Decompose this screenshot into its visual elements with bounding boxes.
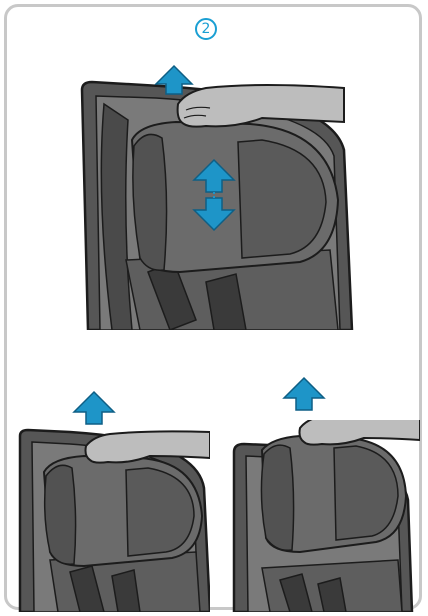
- up-arrow-icon: [284, 378, 324, 410]
- up-arrow-icon: [74, 392, 114, 424]
- hand-icon: [300, 413, 421, 444]
- headrest-left-cushion: [45, 465, 76, 564]
- bottom-right-seat-panel: [234, 413, 420, 612]
- headrest-left-cushion: [133, 134, 167, 270]
- bottom-left-seat-panel: [20, 430, 210, 612]
- headrest-left-cushion: [261, 445, 293, 550]
